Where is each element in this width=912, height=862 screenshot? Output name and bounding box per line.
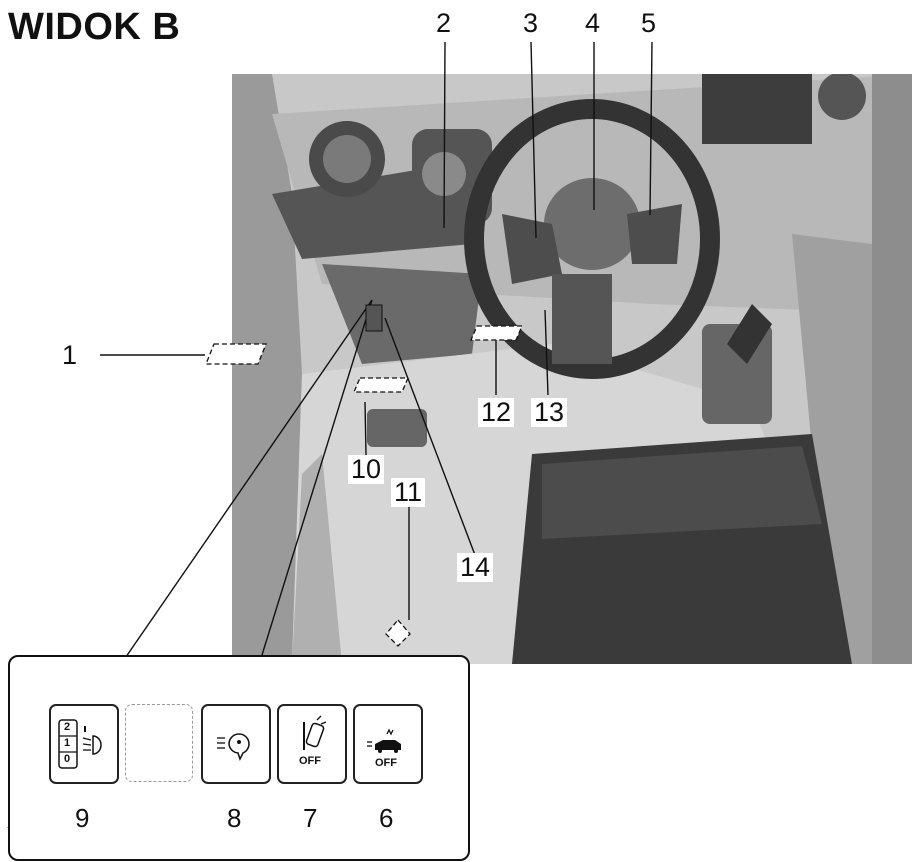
headlight-leveling-icon xyxy=(58,719,102,769)
callout-11: 11 xyxy=(391,478,426,507)
callout-3: 3 xyxy=(523,8,539,38)
dial-position-2: 2 xyxy=(64,721,71,733)
view-title: WIDOK B xyxy=(8,6,181,48)
collision-brake-off-switch[interactable]: OFF xyxy=(353,704,423,784)
switch-number-9: 9 xyxy=(75,803,90,833)
dial-position-0: 0 xyxy=(64,753,71,765)
callout-2: 2 xyxy=(436,8,452,38)
collision-brake-off-label: OFF xyxy=(375,757,397,769)
callout-13: 13 xyxy=(531,398,568,427)
callout-1: 1 xyxy=(62,340,78,370)
lane-departure-warning-switch[interactable] xyxy=(201,704,271,784)
lane-assist-off-icon xyxy=(303,715,327,750)
interior-photo xyxy=(232,74,912,664)
lane-assist-off-switch[interactable]: OFF xyxy=(277,704,347,784)
switch-number-6: 6 xyxy=(379,803,394,833)
callout-14: 14 xyxy=(457,553,494,582)
callout-10: 10 xyxy=(348,455,385,484)
switch-number-8: 8 xyxy=(227,803,242,833)
headlight-leveling-switch[interactable]: 2 1 0 xyxy=(49,704,119,784)
dial-position-1: 1 xyxy=(64,737,71,749)
blank-switch-slot xyxy=(125,704,193,782)
switch-number-7: 7 xyxy=(303,803,318,833)
callout-12: 12 xyxy=(478,398,515,427)
lane-assist-off-label: OFF xyxy=(299,755,321,767)
lane-departure-warning-icon xyxy=(217,733,250,761)
collision-brake-off-icon xyxy=(367,728,401,753)
callout-5: 5 xyxy=(641,8,657,38)
switch-panel-inset: 2 1 0 OFF xyxy=(8,655,470,861)
callout-4: 4 xyxy=(585,8,601,38)
